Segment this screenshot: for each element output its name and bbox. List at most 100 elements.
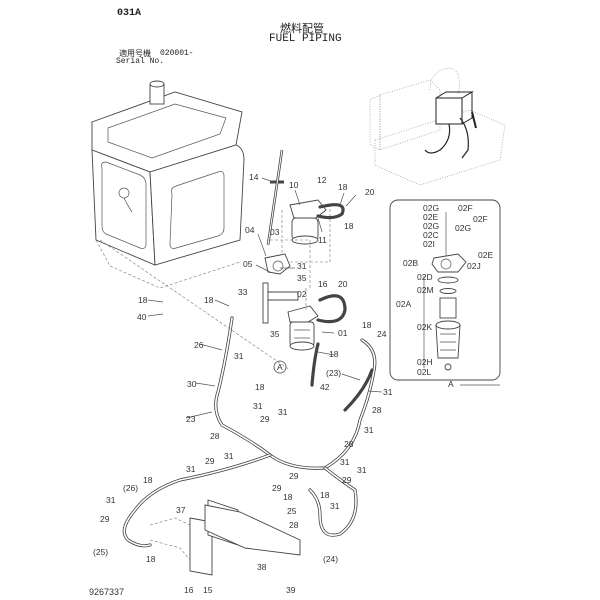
part-label-16-a: 16	[318, 279, 328, 289]
part-label-18-i: 18	[146, 554, 156, 564]
part-label-39: 39	[286, 585, 296, 595]
excavator-overview	[369, 67, 506, 186]
part-label-05: 05	[243, 259, 253, 269]
title-english: FUEL PIPING	[269, 33, 342, 45]
part-label-18-f: 18	[255, 382, 265, 392]
part-label-15: 15	[203, 585, 213, 595]
part-label-31-k: 31	[106, 495, 116, 505]
detail-label-02D: 02D	[417, 272, 433, 282]
part-label-26: 26	[194, 340, 204, 350]
part-label-20-b: 20	[338, 279, 348, 289]
part-label-24-ref: (24)	[323, 554, 339, 564]
detail-label-02G-3: 02G	[455, 223, 472, 233]
part-label-42: 42	[320, 382, 330, 392]
part-label-31-a: 31	[297, 261, 307, 271]
part-label-20-a: 20	[365, 187, 375, 197]
part-label-38: 38	[257, 562, 267, 572]
part-label-35-a: 35	[297, 273, 307, 283]
detail-label-02J: 02J	[467, 261, 481, 271]
detail-label-02E-1: 02E	[423, 212, 439, 222]
part-label-12: 12	[317, 175, 327, 185]
part-label-31-f: 31	[364, 425, 374, 435]
part-label-30: 30	[187, 379, 197, 389]
part-label-18-b: 18	[344, 221, 354, 231]
part-label-31-b: 31	[234, 351, 244, 361]
page-code: 031A	[117, 8, 142, 19]
part-label-28-c: 28	[344, 439, 354, 449]
part-label-29-c: 29	[272, 483, 282, 493]
detail-label-02E-2: 02E	[478, 250, 494, 260]
detail-label-02F-2: 02F	[473, 214, 488, 224]
part-label-14: 14	[249, 172, 259, 182]
part-label-31-l: 31	[330, 501, 340, 511]
part-label-40: 40	[137, 312, 147, 322]
detail-label-02B: 02B	[403, 258, 419, 268]
part-label-18-k: 18	[320, 490, 330, 500]
detail-label-02I: 02I	[423, 239, 435, 249]
part-label-29-f: 29	[100, 514, 110, 524]
detail-label-02G-2: 02G	[423, 221, 440, 231]
part-label-25: 25	[287, 506, 297, 516]
part-label-18-h: 18	[143, 475, 153, 485]
part-label-10: 10	[289, 180, 299, 190]
detail-label-02G-1: 02G	[423, 203, 440, 213]
part-label-02: 02	[297, 289, 307, 299]
water-separator	[287, 288, 319, 351]
detail-label-02M: 02M	[417, 285, 434, 295]
part-label-31-h: 31	[186, 464, 196, 474]
detail-label-02C: 02C	[423, 230, 439, 240]
part-label-16-b: 16	[184, 585, 194, 595]
part-label-18-a: 18	[338, 182, 348, 192]
fuel-hoses	[122, 316, 377, 548]
leader-lines	[147, 177, 383, 419]
part-label-31-d: 31	[253, 401, 263, 411]
detail-label-02H: 02H	[417, 357, 433, 367]
part-label-18-d: 18	[138, 295, 148, 305]
part-label-18-e: 18	[204, 295, 214, 305]
detail-label-02L: 02L	[417, 367, 432, 377]
serial-label-jp: 適用号機	[119, 49, 151, 58]
part-label-31-c: 31	[383, 387, 393, 397]
detail-caption: A	[448, 379, 454, 389]
part-label-28-a: 28	[372, 405, 382, 415]
part-label-31-i: 31	[340, 457, 350, 467]
part-label-29-a: 29	[260, 414, 270, 424]
part-label-18-c: 18	[329, 349, 339, 359]
part-label-31-g: 31	[224, 451, 234, 461]
part-label-01: 01	[338, 328, 348, 338]
part-label-31-j: 31	[357, 465, 367, 475]
mount-plates	[149, 499, 301, 576]
part-label-23: 23	[186, 414, 196, 424]
detail-box-frame	[389, 199, 501, 381]
part-label-29-e: 29	[342, 475, 352, 485]
part-label-29-b: 29	[205, 456, 215, 466]
part-label-33: 33	[238, 287, 248, 297]
part-label-35-b: 35	[270, 329, 280, 339]
part-label-37: 37	[176, 505, 186, 515]
part-label-03: 03	[270, 227, 280, 237]
part-label-28-b: 28	[210, 431, 220, 441]
serial-label-en: Serial No.	[116, 57, 165, 66]
part-label-04: 04	[245, 225, 255, 235]
detail-label-02K: 02K	[417, 322, 433, 332]
part-label-29-d: 29	[289, 471, 299, 481]
detail-label-02F-1: 02F	[458, 203, 473, 213]
part-label-23-ref: (23)	[326, 368, 342, 378]
callout-a-label: A	[277, 362, 283, 372]
fuel-tank	[91, 80, 245, 289]
part-label-26-ref: (26)	[123, 483, 139, 493]
bracket-assembly	[262, 239, 311, 324]
detail-filter	[423, 212, 467, 371]
part-label-11: 11	[318, 235, 327, 245]
drawing-number: 9267337	[89, 587, 125, 597]
serial-value: 020001-	[160, 49, 194, 58]
part-label-28-d: 28	[289, 520, 299, 530]
part-label-31-e: 31	[278, 407, 288, 417]
part-label-24: 24	[377, 329, 387, 339]
primary-filter	[270, 180, 331, 263]
part-label-18-j: 18	[283, 492, 293, 502]
part-label-25-ref: (25)	[93, 547, 109, 557]
title-japanese: 燃料配管	[280, 22, 324, 35]
detail-label-02A: 02A	[396, 299, 412, 309]
